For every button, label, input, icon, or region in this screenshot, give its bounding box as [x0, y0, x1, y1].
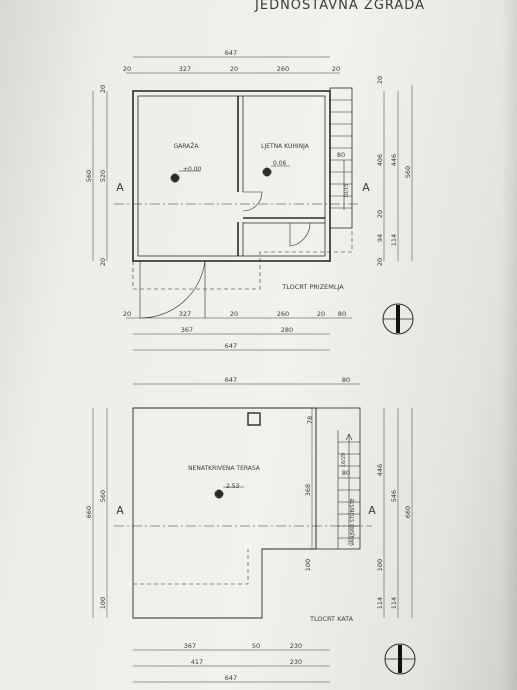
dim-ground-bottom-total: 647 — [225, 342, 237, 350]
dim-upper-bottom-a: 50 — [252, 642, 260, 650]
dim-ground-right: 20 — [376, 210, 384, 218]
ground-inner-wall-line — [137, 95, 326, 257]
dim-upper-top: 80 — [342, 376, 350, 384]
level-label-terrace: 2.53 — [226, 483, 240, 490]
ground-outer-wall — [132, 90, 331, 262]
dim-ground-top: 260 — [277, 65, 289, 73]
north-arrow-ground — [382, 303, 414, 335]
room-label-kitchen: LJETNA KUHINJA — [261, 143, 310, 150]
dim-ground-bottom: 260 — [277, 310, 289, 318]
dim-ground-stair-width: 80 — [337, 151, 345, 159]
dim-upper-inner: 100 — [304, 559, 312, 571]
stair-ratio-upper: 16/29 — [341, 453, 347, 467]
dim-ground-bottom: 20 — [123, 310, 131, 318]
stair-arrow-upper — [345, 433, 353, 545]
dim-ground-bottom: 20 — [317, 310, 325, 318]
dim-ground-right: 406 — [376, 154, 384, 166]
dim-upper-right-a: 446 — [376, 464, 384, 476]
dim-upper-left: 560 — [99, 490, 107, 502]
level-label-garage: ±0.00 — [183, 166, 202, 173]
dim-upper-right-total: 660 — [404, 506, 412, 518]
dim-ground-top: 327 — [179, 65, 191, 73]
chimney — [247, 412, 261, 426]
dim-upper-bottom-a: 230 — [290, 642, 302, 650]
stair-ratio-ground: 10/15 — [344, 184, 350, 198]
dim-ground-right: 20 — [376, 258, 384, 266]
section-mark-left: A — [116, 181, 124, 194]
dim-ground-top-total: 647 — [225, 49, 237, 57]
level-label-kitchen: 0.06 — [273, 160, 287, 167]
upper-floor-title: TLOCRT KATA — [309, 615, 354, 623]
dim-ground-bottom: 80 — [338, 310, 346, 318]
sheet-title: JEDNOSTAVNA ZGRADA — [254, 0, 425, 13]
dim-upper-right-b: 114 — [390, 597, 398, 609]
dim-upper-left-total: 660 — [85, 506, 93, 518]
dim-upper-right-b: 546 — [390, 490, 398, 502]
dim-ground-bottom-sub: 280 — [281, 326, 293, 334]
level-marker-kitchen — [262, 165, 290, 177]
north-arrow-upper — [384, 643, 416, 675]
dim-ground-top: 20 — [123, 65, 131, 73]
ground-floor-plan — [114, 87, 360, 319]
ground-dimension-lines — [92, 56, 413, 351]
upper-dimension-lines — [92, 383, 413, 683]
dim-ground-left: 20 — [99, 258, 107, 266]
dim-upper-bottom-a: 367 — [184, 642, 196, 650]
dim-upper-inner: 78 — [306, 416, 314, 424]
dim-ground-top: 20 — [332, 65, 340, 73]
section-mark-right: A — [362, 181, 370, 194]
exterior-stair-ground — [329, 87, 353, 229]
dim-ground-bottom: 20 — [230, 310, 238, 318]
dim-upper-left: 100 — [99, 597, 107, 609]
dim-ground-top: 20 — [230, 65, 238, 73]
dim-upper-right-a: 114 — [376, 597, 384, 609]
stair-treads — [330, 99, 352, 209]
dim-upper-inner: 368 — [304, 484, 312, 496]
kitchen-door-swing — [289, 222, 311, 247]
dim-upper-bottom-total: 647 — [225, 674, 237, 682]
dim-upper-bottom-b: 417 — [191, 658, 203, 666]
dim-ground-left: 520 — [99, 170, 107, 182]
page-edge-shadow — [501, 0, 517, 690]
dim-upper-top: 647 — [225, 376, 237, 384]
dim-ground-right: 94 — [376, 234, 384, 242]
section-mark-right-upper: A — [368, 504, 376, 517]
dim-ground-right-total: 560 — [404, 166, 412, 178]
room-label-garage: GARAŽA — [174, 142, 200, 150]
dim-ground-left: 20 — [99, 85, 107, 93]
dim-ground-right-sub: 114 — [390, 234, 398, 246]
dim-upper-right-a: 100 — [376, 559, 384, 571]
terrace-label: NENATKRIVENA TERASA — [188, 465, 261, 472]
stair-label-upper: VANJSKO STUBIŠTE — [349, 498, 356, 546]
dim-ground-left-total: 560 — [85, 170, 93, 182]
level-marker-terrace — [214, 486, 244, 499]
section-mark-left-upper: A — [116, 504, 124, 517]
dim-ground-right: 20 — [376, 76, 384, 84]
ground-outline-dashed — [133, 549, 249, 585]
interior-door-swing — [242, 191, 263, 212]
ground-floor-title: TLOCRT PRIZEMLJA — [281, 283, 344, 291]
garage-door-swing — [139, 260, 206, 319]
dim-ground-bottom: 327 — [179, 310, 191, 318]
dim-ground-bottom-sub: 367 — [181, 326, 193, 334]
upper-outline-dashed — [132, 228, 353, 290]
level-marker-garage — [170, 170, 200, 183]
dim-upper-bottom-b: 230 — [290, 658, 302, 666]
dim-upper-inner: 80 — [342, 469, 350, 477]
dim-ground-right-mid: 446 — [390, 154, 398, 166]
upper-floor-plan — [114, 407, 372, 619]
terrace-outline — [132, 407, 317, 619]
